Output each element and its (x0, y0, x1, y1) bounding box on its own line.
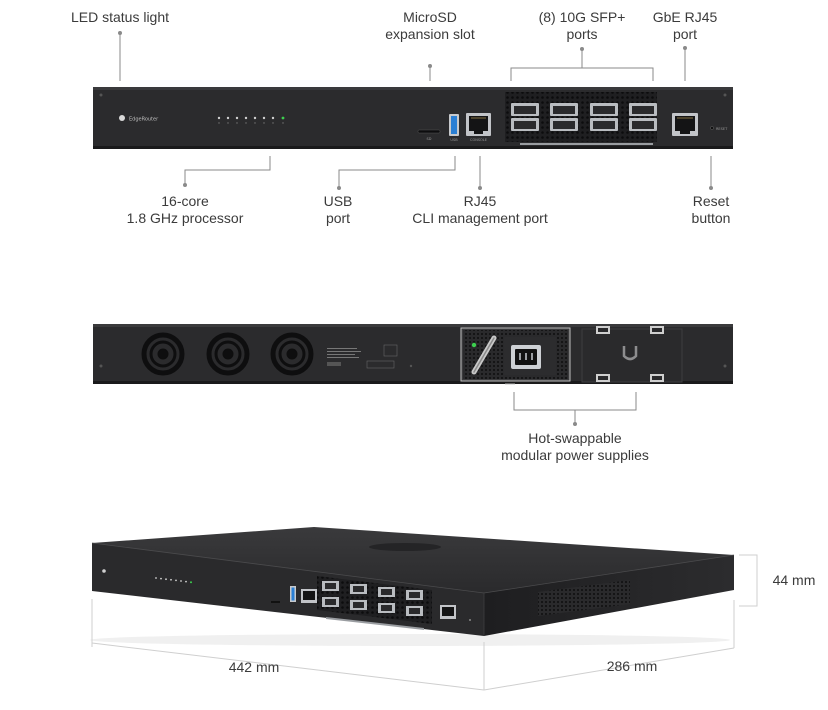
rear-chassis (93, 324, 733, 384)
rear-leader-lines (513, 392, 637, 424)
usb-blue-icon (451, 116, 457, 134)
svg-text:RESET: RESET (716, 127, 728, 131)
led-status-lights (217, 116, 285, 124)
callout-gbe-rj45-port: GbE RJ45 port (652, 9, 718, 42)
callout-power-supplies: Hot-swappable modular power supplies (501, 430, 649, 463)
screw-icon (99, 93, 103, 97)
callout-usb-port: USB port (323, 193, 353, 226)
led-green-icon (281, 116, 285, 120)
fan-icon (141, 332, 185, 376)
callout-processor: 16-core 1.8 GHz processor (126, 193, 244, 226)
perspective-view (90, 527, 735, 646)
power-supply-module (460, 327, 571, 385)
fan-icon (206, 332, 250, 376)
callout-led-status-light: LED status light (70, 9, 170, 25)
fan-icon (270, 332, 314, 376)
screw-icon (723, 93, 727, 97)
psu-status-led-icon (471, 342, 477, 348)
brand-logo-icon (119, 115, 125, 121)
console-rj45-port (466, 113, 491, 136)
front-panel: EdgeRouter SD USB (93, 87, 733, 149)
callout-microsd-slot: MicroSD expansion slot (385, 9, 475, 42)
ubiquiti-logo-icon (622, 346, 638, 361)
reset-button (710, 126, 714, 130)
svg-text:USB: USB (450, 138, 458, 142)
front-leader-lines (119, 33, 712, 188)
chassis-top (92, 527, 734, 593)
callout-cli-management-port: RJ45 CLI management port (412, 193, 548, 226)
callout-reset-button: Reset button (691, 193, 731, 226)
dimension-depth: 286 mm (606, 658, 658, 674)
svg-text:SD: SD (427, 137, 432, 141)
dimension-width: 442 mm (228, 659, 280, 675)
microsd-slot (417, 129, 441, 134)
power-supply-blank-cover (581, 326, 683, 383)
dimension-height: 44 mm (772, 572, 816, 588)
callout-sfp-ports: (8) 10G SFP+ ports (538, 9, 626, 42)
svg-text:CONSOLE: CONSOLE (470, 138, 487, 142)
regulatory-label-icon (327, 344, 398, 369)
rear-panel (93, 324, 733, 385)
sfp-port-block (505, 92, 657, 145)
gbe-rj45-port (672, 113, 698, 136)
dimension-lines (91, 554, 758, 691)
brand-text: EdgeRouter (129, 117, 159, 123)
